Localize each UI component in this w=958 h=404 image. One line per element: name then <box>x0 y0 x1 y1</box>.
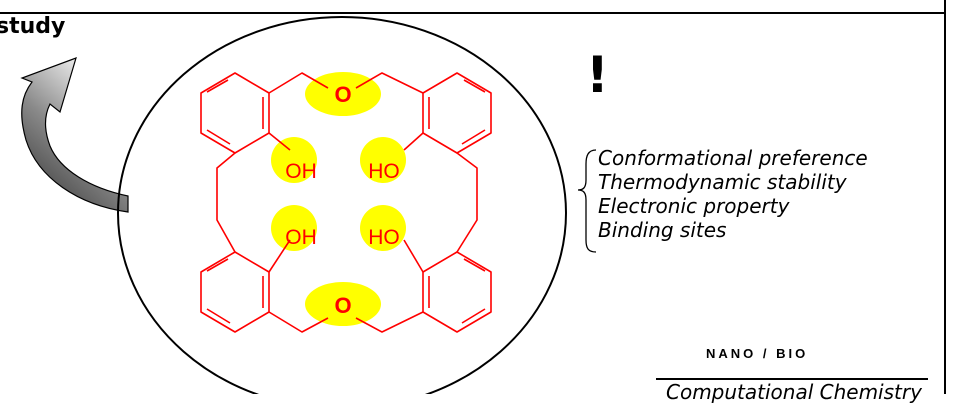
bond-network <box>200 72 492 333</box>
field-label: NANO / BIO <box>706 346 809 361</box>
property-item: Thermodynamic stability <box>598 170 847 194</box>
molecule-diagram: O OH HO OH HO O <box>20 16 597 394</box>
highlight-oh-2 <box>360 137 406 183</box>
right-frame <box>944 0 958 394</box>
property-item: Binding sites <box>598 218 727 242</box>
ether-top-label: O <box>334 82 351 107</box>
hydroxyl-label-1: OH <box>285 160 317 183</box>
exclamation-mark: ! <box>586 46 609 104</box>
highlight-ether-bottom <box>305 282 381 326</box>
highlight-group <box>271 72 406 326</box>
highlight-oh-4 <box>360 205 406 251</box>
ring-d <box>422 251 492 333</box>
ring-a <box>200 72 270 154</box>
ether-bottom-label: O <box>334 293 351 318</box>
highlight-ether-top <box>305 72 381 116</box>
hydroxyl-label-2: HO <box>368 160 400 183</box>
hydroxyl-label-4: HO <box>368 226 400 249</box>
subtitle-text: Computational Chemistry <box>666 380 922 404</box>
hydroxyl-label-3: OH <box>285 226 317 249</box>
highlight-oh-1 <box>271 137 317 183</box>
highlight-oh-3 <box>271 205 317 251</box>
molecule-ellipse <box>117 16 567 394</box>
study-label: study <box>0 14 66 39</box>
brace-icon <box>577 149 597 253</box>
divider-rule <box>656 378 928 380</box>
curved-arrow-icon <box>20 57 129 213</box>
ring-c <box>200 251 270 333</box>
ring-b <box>422 72 492 154</box>
property-list: Conformational preference Thermodynamic … <box>598 146 948 242</box>
property-item: Conformational preference <box>598 146 868 170</box>
property-item: Electronic property <box>598 194 790 218</box>
